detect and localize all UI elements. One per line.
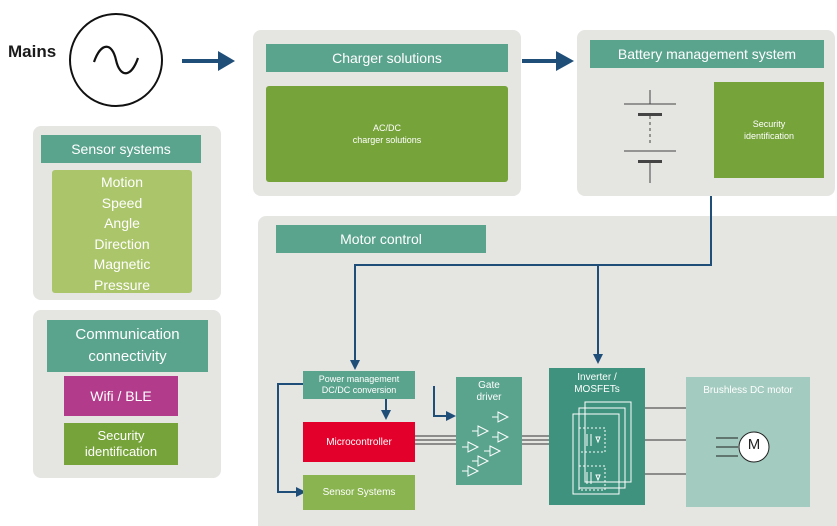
inverter-label: Inverter / MOSFETs (574, 372, 620, 395)
sensor-item-angle: Angle (104, 215, 140, 231)
sensor-item-pressure: Pressure (93, 276, 151, 293)
motor-icon (716, 431, 770, 463)
wifi-ble-box: Wifi / BLE (64, 376, 178, 416)
bldc-motor-box: Brushless DC motor M (686, 377, 810, 507)
sensor-systems-box: Sensor Systems (303, 475, 415, 510)
sensor-systems-title: Sensor systems (41, 135, 201, 163)
gate-driver-buffers-icon (462, 411, 510, 477)
motor-symbol: M (747, 436, 761, 453)
mains-to-charger-arrow (182, 51, 235, 71)
gate-driver-box: Gate driver (456, 377, 522, 485)
mains-label: Mains (8, 42, 57, 61)
communication-security-identification: Security identification (64, 423, 178, 465)
arrow-to-inverter (593, 354, 603, 364)
arrow-to-power-management (350, 360, 360, 370)
microcontroller-box: Microcontroller (303, 422, 415, 462)
charger-solutions-title: Charger solutions (266, 44, 508, 72)
motor-control-title: Motor control (276, 225, 486, 253)
bms-title: Battery management system (590, 40, 824, 68)
arrow-to-microcontroller (381, 410, 391, 420)
gate-driver-label: Gate driver (476, 380, 502, 403)
sensor-item-motion: Motion (100, 174, 144, 190)
arrow-to-sensor-systems (296, 487, 306, 497)
power-management-box: Power management DC/DC conversion (303, 371, 415, 399)
sensor-item-direction: Direction (94, 235, 150, 252)
bldc-motor-label: Brushless DC motor (703, 385, 793, 396)
charger-to-bms-arrow (522, 51, 574, 71)
battery-icon (624, 90, 676, 183)
sensor-item-speed: Speed (101, 194, 143, 211)
sensor-systems-list: Motion Speed Angle Direction Magnetic Pr… (52, 170, 192, 293)
sensor-item-magnetic: Magnetic (93, 256, 151, 272)
communication-title: Communication connectivity (47, 320, 208, 372)
mosfet-stack-icon (572, 401, 632, 495)
inverter-box: Inverter / MOSFETs (549, 368, 645, 505)
ac-source-icon (69, 13, 163, 107)
arrow-to-gate-driver (446, 411, 456, 421)
bms-security-identification: Security identification (714, 82, 824, 178)
charger-solutions-box: AC/DC charger solutions (266, 86, 508, 182)
